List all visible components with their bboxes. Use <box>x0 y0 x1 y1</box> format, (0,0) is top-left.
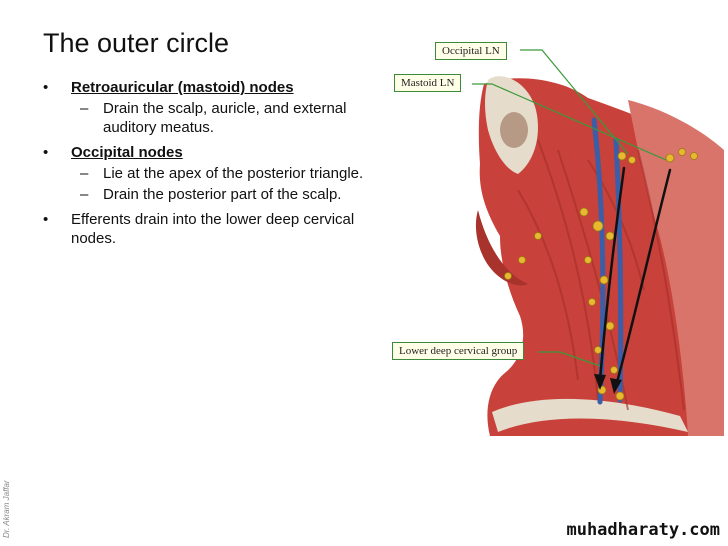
neck-anatomy-illustration <box>472 49 724 437</box>
drainage-arrows <box>598 166 672 388</box>
sub-bullet-text: Lie at the apex of the posterior triangl… <box>103 165 364 182</box>
bullet-mastoid: • Retroauricular (mastoid) nodes <box>40 78 395 97</box>
dash-marker: – <box>80 186 89 203</box>
dash-marker: – <box>80 165 89 182</box>
arrow-heads <box>594 374 622 394</box>
watermark: muhadharaty.com <box>566 520 720 540</box>
muscle-fibers <box>517 139 685 411</box>
bullet-text: Efferents drain into the lower deep cerv… <box>71 211 355 247</box>
lower-deep-cervical-label: Lower deep cervical group <box>392 342 525 360</box>
bullet-list: • Retroauricular (mastoid) nodes – Drain… <box>40 78 395 250</box>
author-text: Dr. Akram Jaffar <box>2 480 11 538</box>
bullet-dot: • <box>43 144 49 161</box>
sub-bullet: – Drain the posterior part of the scalp. <box>40 185 395 204</box>
bullet-dot: • <box>43 211 49 228</box>
sub-bullet-text: Drain the posterior part of the scalp. <box>103 186 342 203</box>
author-sidenote: Dr. Akram Jaffar <box>2 478 16 538</box>
dash-marker: – <box>80 100 89 117</box>
callout-leader-lines <box>472 49 667 367</box>
lymph-nodes <box>504 148 698 401</box>
sub-bullet: – Lie at the apex of the posterior trian… <box>40 164 395 183</box>
neck-anatomy-figure: Occipital LN Mastoid LN Lower deep cervi… <box>388 40 724 440</box>
sub-bullet: – Drain the scalp, auricle, and external… <box>40 99 395 137</box>
mastoid-ln-label: Mastoid LN <box>394 74 462 92</box>
posterior-neck <box>628 100 724 436</box>
bullet-heading: Retroauricular (mastoid) nodes <box>71 79 294 96</box>
bullet-efferents: • Efferents drain into the lower deep ce… <box>40 210 395 248</box>
bullet-occipital: • Occipital nodes <box>40 143 395 162</box>
occipital-ln-label: Occipital LN <box>435 42 507 60</box>
slide-title: The outer circle <box>43 28 230 58</box>
orbit <box>500 112 528 148</box>
sub-bullet-text: Drain the scalp, auricle, and external a… <box>103 100 347 136</box>
mandible <box>475 210 528 286</box>
clavicle <box>492 398 688 432</box>
bullet-heading: Occipital nodes <box>71 144 183 161</box>
bullet-dot: • <box>43 79 49 96</box>
